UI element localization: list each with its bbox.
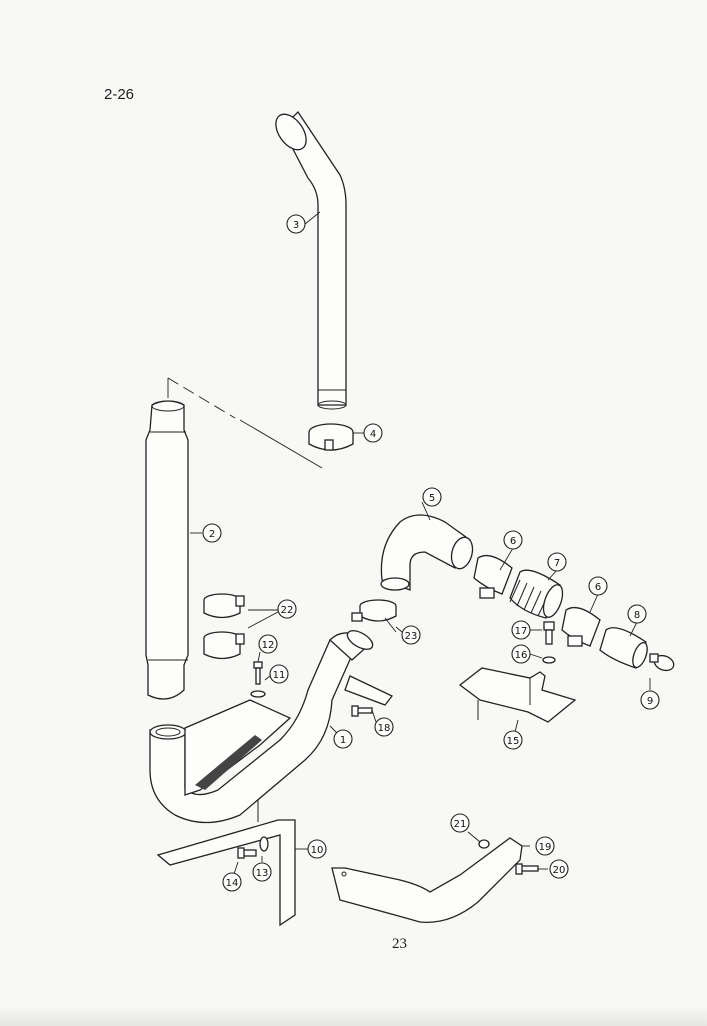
callout-23-label: 23 [405, 631, 418, 642]
part-3-exhaust-stack [275, 110, 347, 410]
callout-7-label: 7 [554, 558, 560, 569]
callouts: 3 4 2 5 6 7 6 [202, 214, 660, 892]
part-23-clamp [351, 599, 397, 622]
part-1-bent-pipe [149, 630, 394, 824]
callout-2-label: 2 [209, 529, 215, 540]
callout-18-label: 18 [378, 723, 391, 734]
callout-5: 5 [422, 487, 442, 507]
part-6-clamp-a [473, 554, 513, 599]
callout-8-label: 8 [634, 610, 640, 621]
part-18-bolt [351, 705, 373, 717]
callout-23: 23 [401, 625, 421, 645]
scan-edge [0, 1006, 707, 1026]
callout-19-label: 19 [539, 842, 552, 853]
callout-13-label: 13 [256, 868, 269, 879]
callout-7: 7 [547, 552, 567, 572]
part-22-band-clamps [203, 593, 245, 660]
callout-6a: 6 [503, 530, 523, 550]
callout-6a-label: 6 [510, 536, 516, 547]
part-2-vertical-pipe [145, 400, 189, 700]
callout-16: 16 [511, 644, 531, 664]
part-5-elbow [380, 514, 474, 591]
part-6-clamp-b [561, 606, 601, 647]
callout-15: 15 [503, 730, 523, 750]
callout-3: 3 [286, 214, 306, 234]
part-15-bracket [458, 667, 577, 723]
callout-2: 2 [202, 523, 222, 543]
callout-14: 14 [222, 872, 242, 892]
leader-lines [190, 211, 651, 875]
callout-10-label: 10 [311, 845, 324, 856]
callout-21: 21 [450, 813, 470, 833]
callout-9-label: 9 [647, 696, 653, 707]
callout-11-label: 11 [273, 670, 286, 681]
callout-12: 12 [258, 634, 278, 654]
page-number: 23 [392, 936, 407, 952]
callout-6b-label: 6 [595, 582, 601, 593]
callout-8: 8 [627, 604, 647, 624]
callout-21-label: 21 [454, 819, 467, 830]
callout-4-label: 4 [370, 429, 376, 440]
callout-15-label: 15 [507, 736, 520, 747]
callout-10: 10 [307, 839, 327, 859]
callout-20: 20 [549, 859, 569, 879]
part-20-21-bolt-nut [478, 839, 539, 875]
callout-22-label: 22 [281, 605, 294, 616]
callout-16-label: 16 [515, 650, 528, 661]
callout-17-label: 17 [515, 626, 528, 637]
callout-3-label: 3 [293, 220, 299, 231]
callout-6b: 6 [588, 576, 608, 596]
part-13-14-bolt-washer [237, 836, 269, 859]
callout-20-label: 20 [553, 865, 566, 876]
callout-18: 18 [374, 717, 394, 737]
part-16-17-bolt-washer [542, 621, 556, 664]
callout-14-label: 14 [226, 878, 239, 889]
part-8-connector [599, 627, 648, 669]
callout-13: 13 [252, 862, 272, 882]
part-9-clamp [649, 653, 675, 672]
callout-12-label: 12 [262, 640, 275, 651]
alignment-lines [167, 377, 323, 469]
callout-5-label: 5 [429, 493, 435, 504]
part-11-12-bolt-washer [250, 661, 266, 698]
part-4-clamp [308, 423, 354, 451]
part-7-flex-tube [509, 569, 564, 619]
callout-11: 11 [269, 664, 289, 684]
callout-1-label: 1 [340, 735, 346, 746]
part-19-shield-bracket [331, 837, 523, 923]
callout-9: 9 [640, 690, 660, 710]
callout-19: 19 [535, 836, 555, 856]
callout-4: 4 [363, 423, 383, 443]
callout-17: 17 [511, 620, 531, 640]
callout-1: 1 [333, 729, 353, 749]
page-label: 2-26 [104, 86, 135, 103]
callout-22: 22 [277, 599, 297, 619]
part-10-support-bracket [156, 800, 296, 927]
